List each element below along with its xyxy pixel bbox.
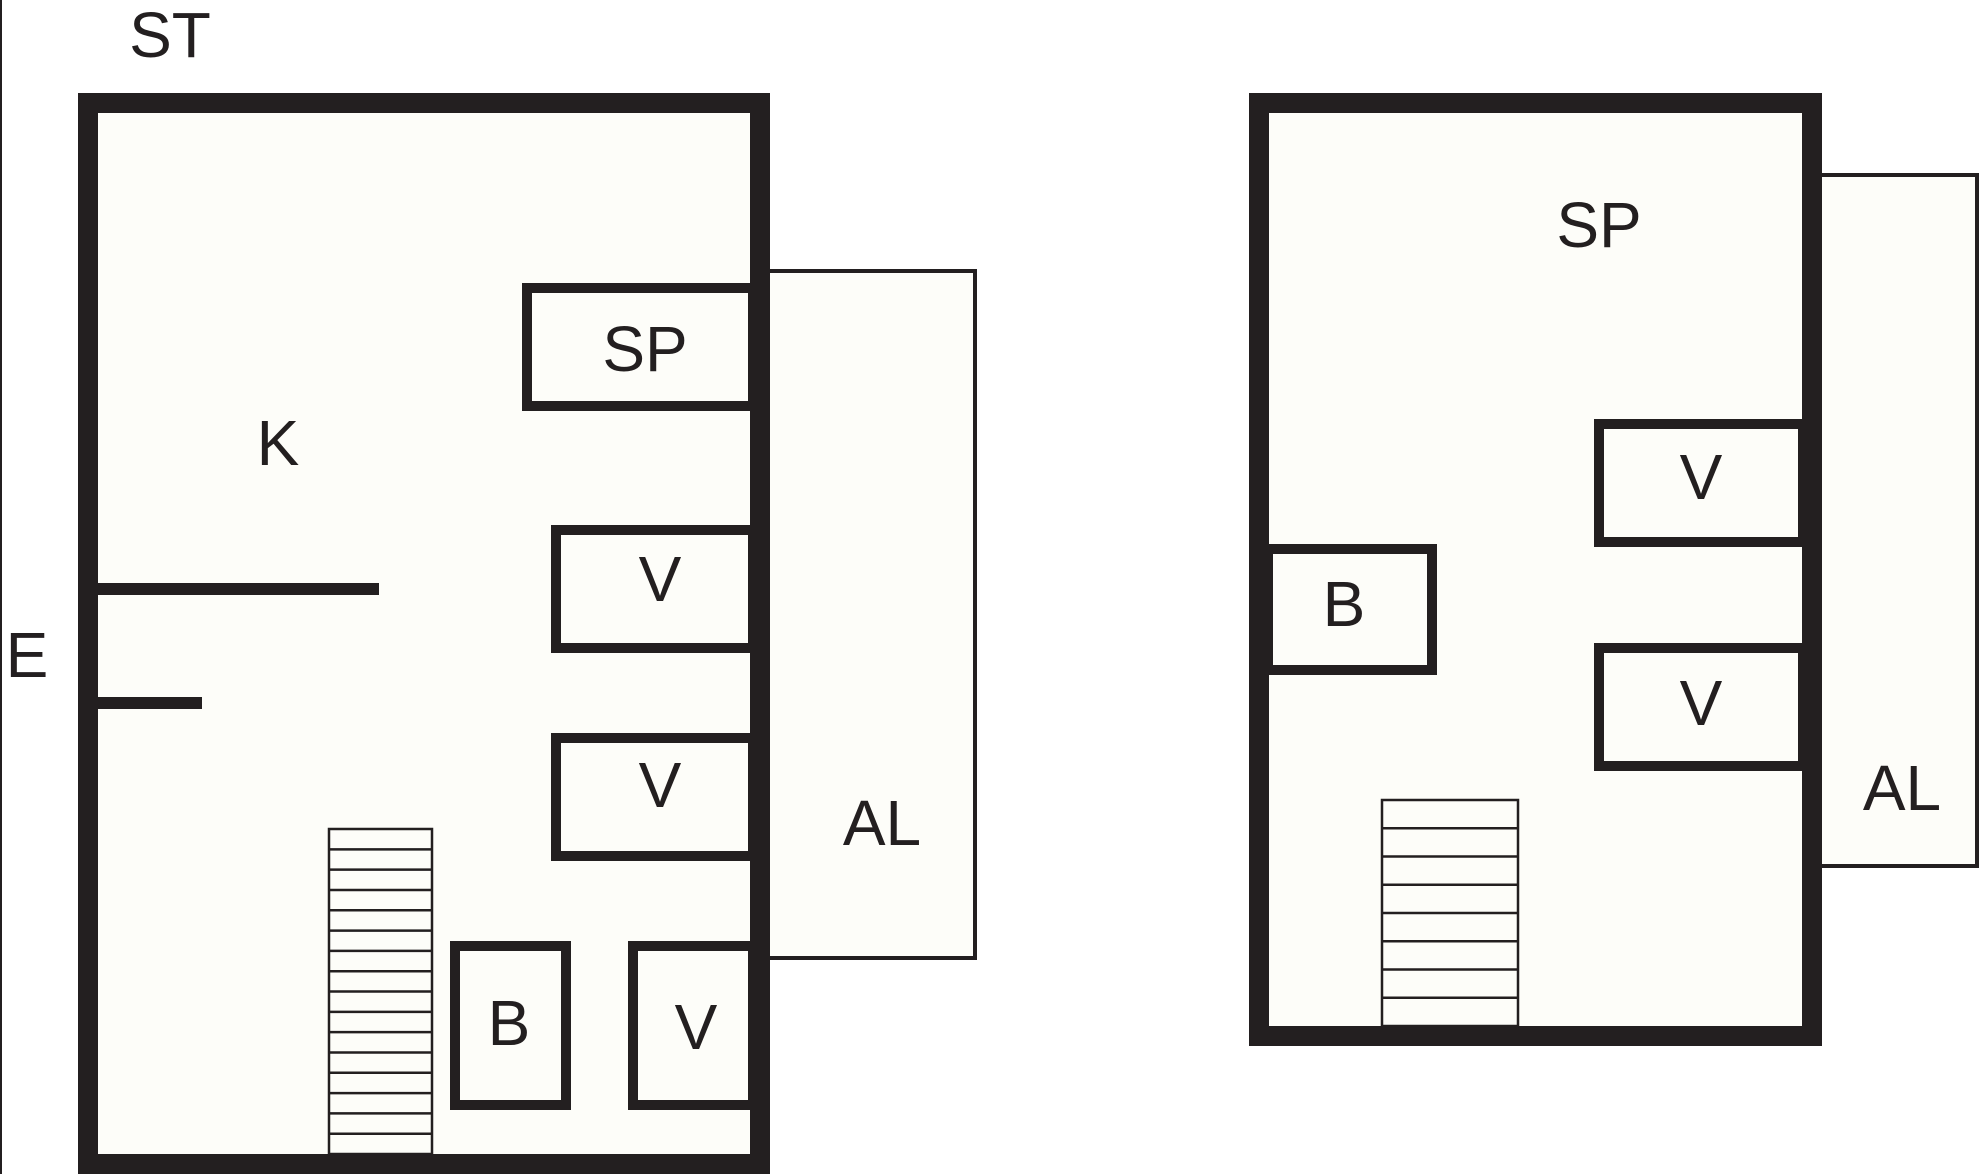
- ground-box-room: [450, 941, 571, 1110]
- ground-floor-label: ST: [129, 0, 211, 71]
- upper-stall-1-label: V: [1680, 441, 1723, 513]
- ground-pantry-room: [522, 283, 758, 411]
- kitchen-label: K: [257, 407, 300, 479]
- ground-stall-1-label: V: [639, 543, 682, 615]
- upper-pantry-label: SP: [1556, 189, 1641, 261]
- upper-annex-label: AL: [1863, 752, 1941, 824]
- entrance-label: E: [6, 619, 49, 691]
- upper-box-room: [1263, 544, 1437, 675]
- upper-annex-room: [1810, 173, 1979, 868]
- upper-stall-2: [1594, 643, 1808, 771]
- ground-stall-2-label: V: [639, 749, 682, 821]
- ground-stall-3: [628, 941, 758, 1110]
- ground-annex-label: AL: [843, 787, 921, 859]
- upper-box-label: B: [1323, 568, 1366, 640]
- ground-staircase: [327, 827, 434, 1156]
- ground-box-label: B: [488, 987, 531, 1059]
- upper-stall-2-label: V: [1680, 667, 1723, 739]
- upper-stall-1: [1594, 419, 1808, 547]
- ground-stall-3-label: V: [675, 991, 718, 1063]
- upper-staircase: [1380, 798, 1520, 1028]
- ground-floor-plan: ST E AL K SP V V V B: [6, 0, 977, 1174]
- ground-stall-1: [551, 525, 758, 653]
- ground-pantry-label: SP: [602, 313, 687, 385]
- ground-annex-room: [766, 269, 977, 960]
- ground-stall-2: [551, 733, 758, 861]
- upper-floor-plan: AL SP V V B: [1249, 93, 1979, 1046]
